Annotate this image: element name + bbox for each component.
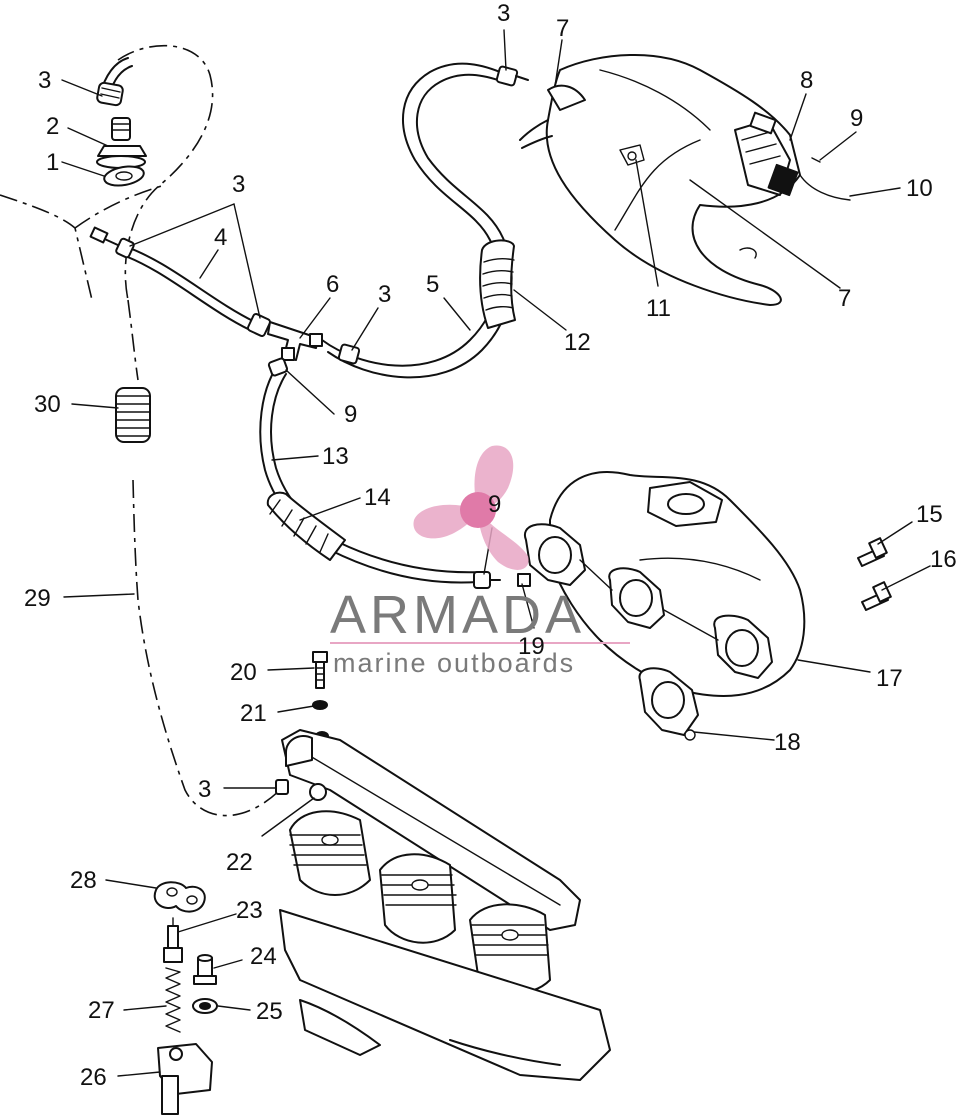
callout-label: 1 bbox=[46, 149, 59, 176]
washer-25 bbox=[192, 998, 218, 1014]
housing-26 bbox=[157, 1043, 213, 1115]
breather-fitting bbox=[96, 117, 147, 169]
callout-label: 28 bbox=[70, 867, 97, 894]
callout-label: 12 bbox=[564, 329, 591, 356]
callout-numbers: 3 7 3 8 2 9 1 10 3 4 6 3 5 11 7 12 30 9 … bbox=[24, 0, 957, 1091]
callout-label: 7 bbox=[838, 285, 851, 312]
sleeve-30 bbox=[115, 387, 151, 443]
callout-label: 3 bbox=[232, 171, 245, 198]
bolt-20 bbox=[312, 651, 328, 689]
t-fitting bbox=[267, 321, 323, 361]
callout-label: 14 bbox=[364, 484, 391, 511]
callout-label: 15 bbox=[916, 501, 943, 528]
callout-label: 5 bbox=[426, 271, 439, 298]
leader-lines bbox=[61, 29, 931, 1077]
callout-label: 3 bbox=[198, 776, 211, 803]
callout-label: 7 bbox=[556, 15, 569, 42]
callout-label: 13 bbox=[322, 443, 349, 470]
spring-27 bbox=[165, 967, 181, 1033]
protective-sleeve-12 bbox=[479, 239, 516, 329]
callout-label: 6 bbox=[326, 271, 339, 298]
callout-label: 19 bbox=[518, 633, 545, 660]
callout-label: 27 bbox=[88, 997, 115, 1024]
fitting-24 bbox=[193, 954, 217, 985]
manifold-bolts bbox=[517, 537, 892, 611]
hose-clamp-3-lower bbox=[275, 779, 289, 795]
callout-label: 3 bbox=[38, 67, 51, 94]
callout-label: 24 bbox=[250, 943, 277, 970]
callout-label: 29 bbox=[24, 585, 51, 612]
fitting-gasket bbox=[103, 165, 145, 187]
callout-label: 22 bbox=[226, 849, 253, 876]
callout-label: 3 bbox=[497, 0, 510, 27]
callout-label: 9 bbox=[344, 401, 357, 428]
callout-label: 30 bbox=[34, 391, 61, 418]
cylinder-block bbox=[279, 729, 611, 1081]
hose-5 bbox=[321, 62, 529, 379]
callout-label: 10 bbox=[906, 175, 933, 202]
callout-label: 17 bbox=[876, 665, 903, 692]
exhaust-pipe-assembly bbox=[519, 53, 801, 306]
sensor-23 bbox=[163, 917, 183, 963]
callout-label: 21 bbox=[240, 700, 267, 727]
gasket-28 bbox=[153, 881, 206, 913]
callout-label: 18 bbox=[774, 729, 801, 756]
callout-label: 2 bbox=[46, 113, 59, 140]
hose-13 bbox=[259, 357, 501, 589]
callout-label: 25 bbox=[256, 998, 283, 1025]
watermark-title: ARMADA bbox=[330, 585, 585, 645]
hose-end-clamp bbox=[96, 57, 133, 107]
callout-label: 4 bbox=[214, 224, 227, 251]
callout-label: 3 bbox=[378, 281, 391, 308]
drain-tube-10 bbox=[799, 157, 851, 201]
callout-label: 11 bbox=[646, 295, 671, 322]
callout-label: 23 bbox=[236, 897, 263, 924]
callout-label: 9 bbox=[850, 105, 863, 132]
dashed-outline-lines bbox=[0, 44, 281, 817]
callout-label: 9 bbox=[488, 491, 501, 518]
protective-sleeve-14 bbox=[266, 491, 346, 561]
watermark-subtitle: marine outboards bbox=[333, 648, 575, 678]
watermark: ARMADA marine outboards bbox=[330, 445, 630, 678]
hose-4 bbox=[89, 226, 271, 337]
callout-label: 26 bbox=[80, 1064, 107, 1091]
callout-label: 16 bbox=[930, 546, 957, 573]
callout-label: 20 bbox=[230, 659, 257, 686]
callout-label: 8 bbox=[800, 67, 813, 94]
manifold-gasket-18 bbox=[523, 523, 773, 741]
propeller-logo bbox=[413, 445, 529, 570]
